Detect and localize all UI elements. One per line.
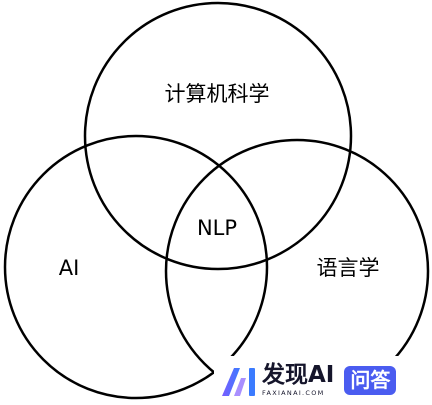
watermark-badge: 问答 xyxy=(344,366,397,395)
watermark-logo: 发现AI FAXIANAI.COM 问答 xyxy=(214,356,432,405)
faxianai-logo-icon xyxy=(222,367,255,396)
label-linguistics: 语言学 xyxy=(317,256,380,280)
watermark-title: 发现AI xyxy=(262,362,335,389)
watermark-subtitle: FAXIANAI.COM xyxy=(262,389,325,398)
label-nlp-intersection: NLP xyxy=(197,216,237,240)
label-ai: AI xyxy=(59,256,80,280)
circle-ai xyxy=(3,134,269,400)
watermark-text: 发现AI FAXIANAI.COM xyxy=(262,364,334,397)
circle-computer-science xyxy=(83,1,353,271)
label-computer-science: 计算机科学 xyxy=(165,82,270,106)
